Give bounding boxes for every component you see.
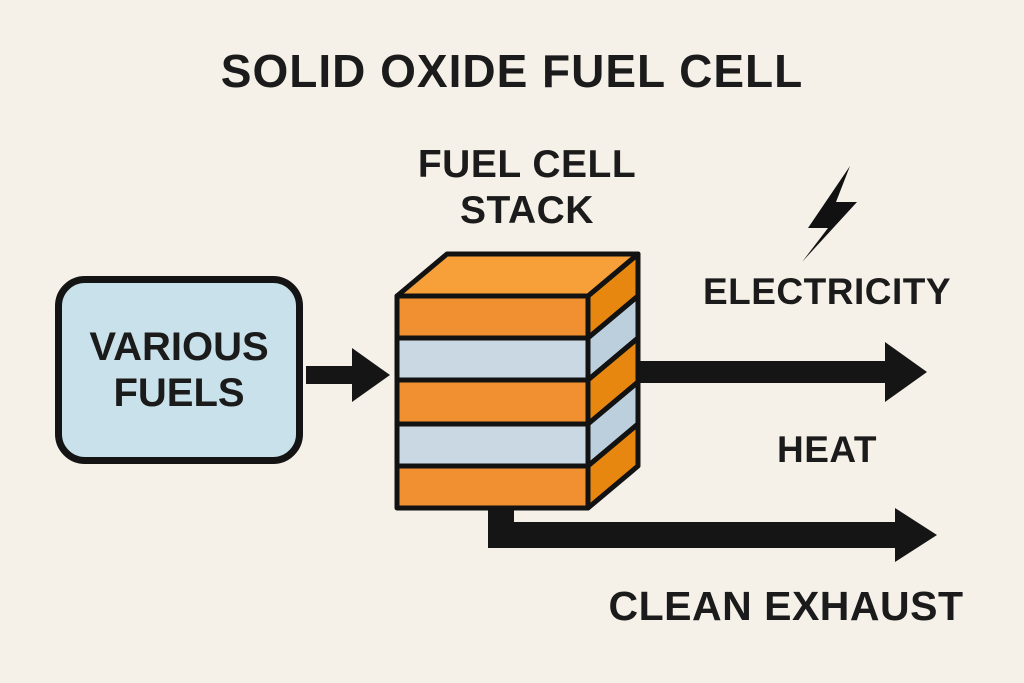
clean-exhaust-label: CLEAN EXHAUST [608, 583, 964, 629]
diagram-title: SOLID OXIDE FUEL CELL [220, 45, 804, 97]
stack-label: FUEL CELL STACK [377, 142, 677, 234]
stack-label-line1: FUEL CELL [417, 143, 637, 186]
stack-front-layer-1 [394, 293, 591, 341]
exhaust-arrow [488, 498, 937, 562]
electricity-label: ELECTRICITY [702, 271, 952, 312]
heat-label: HEAT [777, 429, 877, 470]
stack-front-face [394, 293, 591, 511]
stack-front-layer-4 [394, 421, 591, 469]
lightning-bolt-icon [802, 166, 857, 262]
fuels-label-line2: FUELS [113, 371, 245, 415]
stack-front-layer-5 [394, 463, 591, 511]
various-fuels-box: VARIOUS FUELS [55, 276, 303, 464]
stack-front-layer-2 [394, 335, 591, 383]
stack-label-line2: STACK [460, 189, 594, 233]
electricity-arrow [628, 342, 927, 402]
fuel-input-arrow [306, 348, 390, 402]
fuels-label-line1: VARIOUS [89, 325, 269, 369]
stack-front-layer-3 [394, 377, 591, 427]
